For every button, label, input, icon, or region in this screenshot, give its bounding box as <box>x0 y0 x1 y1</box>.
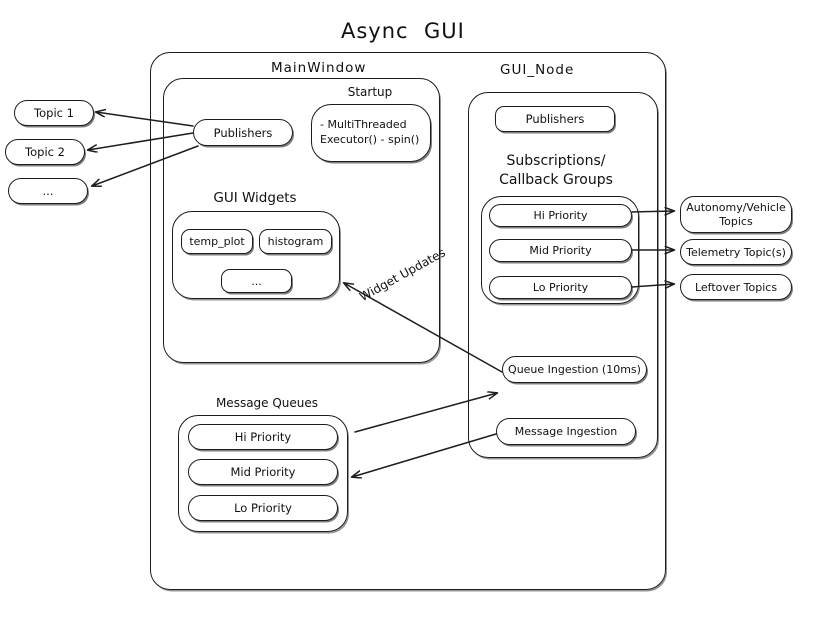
leftover-topics[interactable]: Leftover Topics <box>680 274 792 300</box>
queue-ingestion-box[interactable]: Queue Ingestion (10ms) <box>502 356 647 383</box>
message-queue-lo[interactable]: Lo Priority <box>188 495 338 521</box>
gui-node-container <box>468 92 658 458</box>
diagram-title: Async GUI <box>341 19 465 43</box>
callback-group-mid[interactable]: Mid Priority <box>489 239 632 262</box>
widget-temp-plot[interactable]: temp_plot <box>181 229 253 254</box>
message-ingestion-box[interactable]: Message Ingestion <box>496 418 636 445</box>
startup-title: Startup <box>347 85 393 99</box>
message-queue-hi[interactable]: Hi Priority <box>188 424 338 450</box>
gui-widgets-container <box>172 211 340 299</box>
startup-box: - MultiThreaded Executor() - spin() <box>311 104 431 162</box>
telemetry-topics[interactable]: Telemetry Topic(s) <box>680 239 792 265</box>
message-queue-mid[interactable]: Mid Priority <box>188 459 338 485</box>
message-queues-container <box>178 415 348 532</box>
callback-group-hi[interactable]: Hi Priority <box>489 204 632 227</box>
gui-widgets-title: GUI Widgets <box>213 190 297 206</box>
main-window-publishers[interactable]: Publishers <box>193 119 293 146</box>
callback-group-lo[interactable]: Lo Priority <box>489 276 632 299</box>
widget-more[interactable]: ... <box>221 269 292 293</box>
system-boundary <box>150 52 666 590</box>
topic-box-1[interactable]: Topic 1 <box>14 100 94 126</box>
autonomy-vehicle-topics[interactable]: Autonomy/Vehicle Topics <box>680 196 792 233</box>
topic-box-2[interactable]: Topic 2 <box>5 139 85 165</box>
topic-box-more[interactable]: ... <box>8 178 88 204</box>
main-window-title: MainWindow <box>271 60 367 76</box>
message-queues-title: Message Queues <box>215 396 319 410</box>
main-window-container <box>163 78 440 363</box>
gui-node-title: GUI_Node <box>500 62 575 78</box>
subscriptions-title: Subscriptions/ Callback Groups <box>499 153 613 188</box>
widget-histogram[interactable]: histogram <box>259 229 332 254</box>
gui-node-publishers[interactable]: Publishers <box>495 106 615 132</box>
